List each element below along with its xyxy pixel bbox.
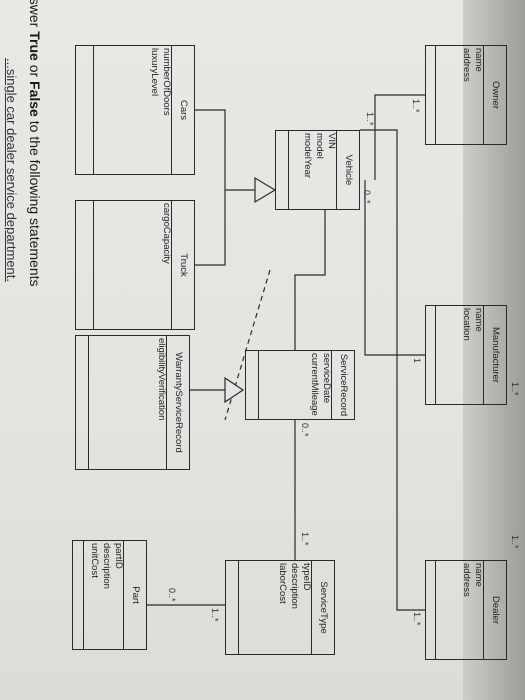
class-truck: Truck cargoCapacity <box>75 200 195 330</box>
class-vehicle-attr: modelYear <box>302 133 313 179</box>
question-instruction: nswer True or False to the following sta… <box>27 0 43 287</box>
vehicle-servicerecord-line <box>294 210 326 350</box>
multiplicity-label: 1..* <box>300 532 310 546</box>
class-owner-attr: name <box>473 48 484 72</box>
manufacturer-vehicle-line <box>364 180 425 356</box>
class-manufacturer: Manufacturer name location <box>425 305 507 405</box>
class-vehicle-attr: model <box>314 133 325 159</box>
class-part: Part partID description unitCost <box>72 540 147 650</box>
question-true: True <box>27 31 43 61</box>
class-service-record-attr: serviceDate <box>321 353 332 404</box>
class-service-type-divider <box>238 561 239 654</box>
class-part-attr: unitCost <box>89 543 100 578</box>
class-warranty-attr: eligibilityVerification <box>156 338 167 421</box>
class-truck-name: Truck <box>171 201 194 329</box>
class-vehicle-name: Vehicle <box>336 131 359 209</box>
question-false: False <box>27 81 43 117</box>
class-service-type-attr: laborCost <box>277 563 288 604</box>
cut-off-text-line: ...single car dealer service department. <box>4 58 19 282</box>
class-service-record-name: ServiceRecord <box>331 351 354 419</box>
multiplicity-label: 1..* <box>210 608 220 622</box>
class-vehicle-attr: VIN <box>326 133 337 149</box>
owner-vehicle-line <box>374 94 425 180</box>
class-dealer-attr: name <box>473 563 484 587</box>
class-truck-divider <box>93 201 94 329</box>
class-vehicle-divider <box>288 131 289 209</box>
class-vehicle: Vehicle VIN model modelYear <box>275 130 360 210</box>
class-warranty-divider <box>88 336 89 469</box>
class-manufacturer-divider <box>435 306 436 404</box>
dealer-vehicle-line <box>360 129 425 611</box>
class-service-type-attr: typeID <box>301 563 312 591</box>
multiplicity-label: 1..* <box>510 535 520 549</box>
class-truck-attr: cargoCapacity <box>161 203 172 264</box>
multiplicity-label: 1..* <box>510 382 520 396</box>
multiplicity-label: 1..* <box>411 99 421 113</box>
class-warranty-name: WarrantyServiceRecord <box>166 336 189 469</box>
class-service-type: ServiceType typeID description laborCost <box>225 560 335 655</box>
multiplicity-label: 0..* <box>167 588 177 602</box>
class-dealer: Dealer name address <box>425 560 507 660</box>
desk-edge <box>463 0 525 700</box>
class-manufacturer-name: Manufacturer <box>483 306 506 404</box>
class-warranty-service-record: WarrantyServiceRecord eligibilityVerific… <box>75 335 190 470</box>
multiplicity-label: 1..* <box>412 612 422 626</box>
class-service-record-divider <box>258 351 259 419</box>
class-cars: Cars numberOfDoors luxuryLevel <box>75 45 195 175</box>
class-cars-attr: luxuryLevel <box>149 48 160 97</box>
class-manufacturer-attr: name <box>473 308 484 332</box>
class-cars-attr: numberOfDoors <box>161 48 172 116</box>
vehicle-generalization-triangle <box>254 176 277 204</box>
question-prefix: nswer <box>27 0 43 32</box>
class-part-attr: partID <box>113 543 124 569</box>
servicerecord-generalization-triangle <box>224 376 245 404</box>
question-middle: or <box>27 60 43 82</box>
class-owner-divider <box>435 46 436 144</box>
class-part-name: Part <box>123 541 146 649</box>
class-service-type-name: ServiceType <box>311 561 334 654</box>
class-service-record: ServiceRecord serviceDate currentMileage <box>245 350 355 420</box>
class-service-type-attr: description <box>289 563 300 609</box>
class-manufacturer-attr: location <box>461 308 472 341</box>
class-cars-name: Cars <box>171 46 194 174</box>
class-cars-divider <box>93 46 94 174</box>
multiplicity-label: 1 <box>412 358 422 364</box>
class-dealer-attr: address <box>461 563 472 597</box>
class-part-divider <box>83 541 84 649</box>
question-suffix: to the following statements <box>27 116 43 287</box>
class-service-record-attr: currentMileage <box>309 353 320 416</box>
class-owner-name: Owner <box>483 46 506 144</box>
multiplicity-label: 0..* <box>300 423 310 437</box>
class-owner: Owner name address <box>425 45 507 145</box>
class-dealer-name: Dealer <box>483 561 506 659</box>
vehicle-subclass-line <box>195 109 226 266</box>
class-dealer-divider <box>435 561 436 659</box>
multiplicity-label: 1..* <box>365 112 375 126</box>
class-part-attr: description <box>101 543 112 589</box>
class-owner-attr: address <box>461 48 472 82</box>
multiplicity-label: 0..* <box>362 190 372 204</box>
